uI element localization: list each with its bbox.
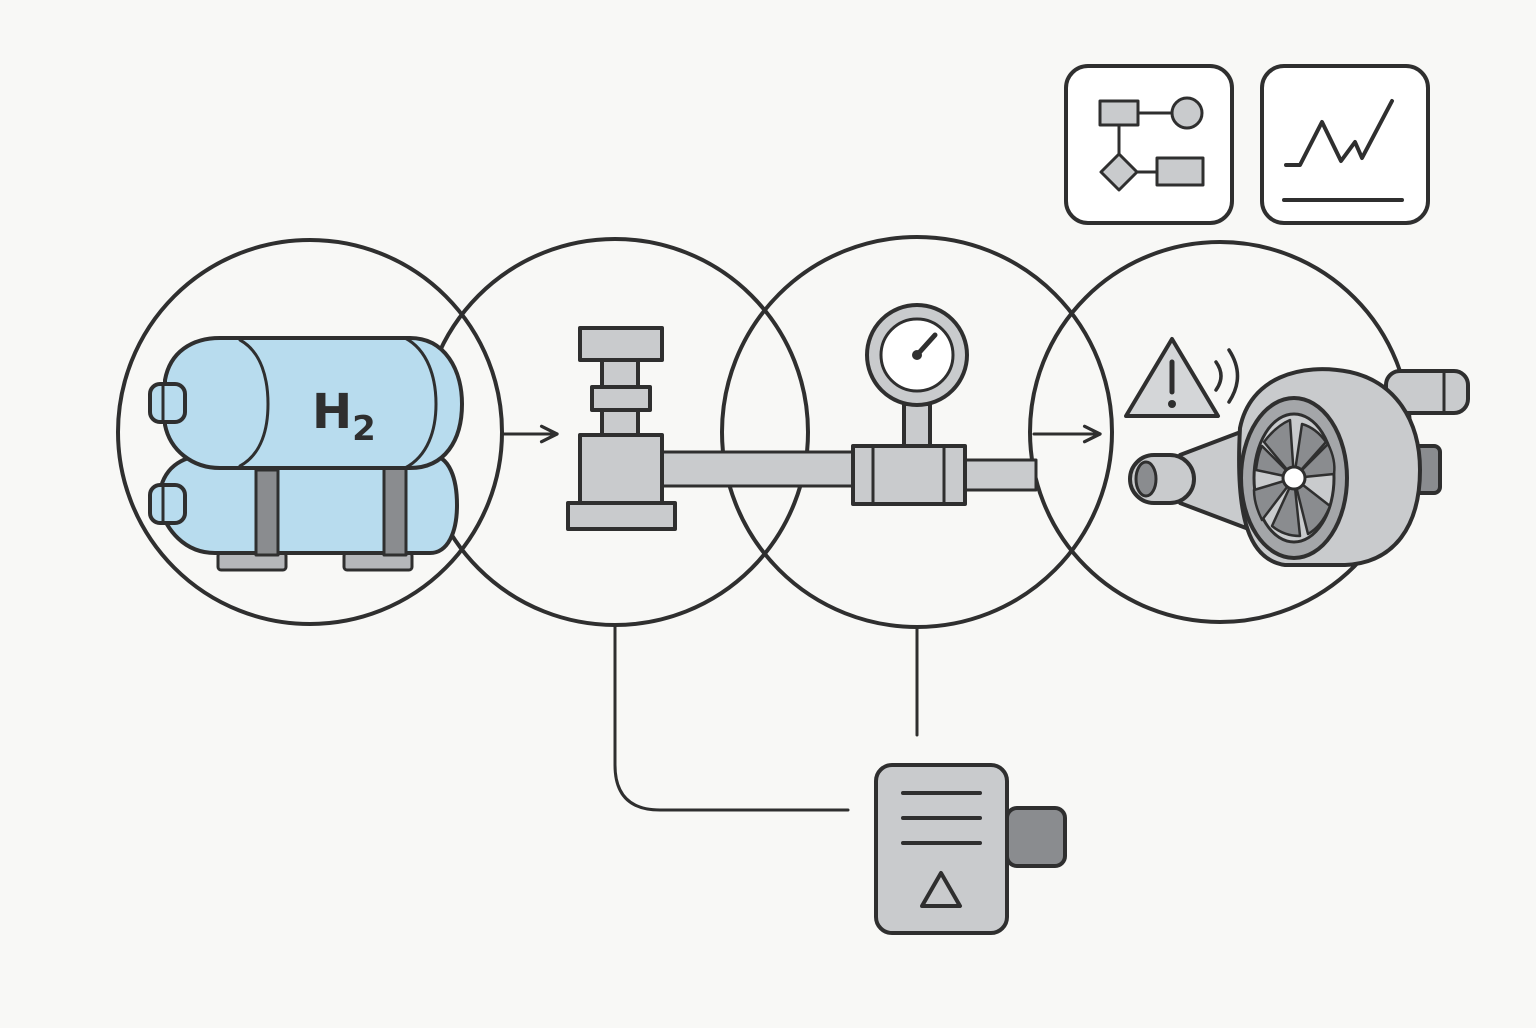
valve-icon (566, 326, 677, 531)
turbine-icon (1128, 367, 1470, 567)
trend-chart-icon (1260, 64, 1430, 225)
alarm-signal-icon (1214, 348, 1240, 404)
hydrogen-tank-icon: H2 (148, 336, 464, 572)
pressure-gauge-icon (851, 303, 969, 506)
tank-label-main: H (312, 384, 352, 440)
flowchart-icon (1064, 64, 1234, 225)
tank-label: H2 (312, 384, 376, 449)
control-unit-icon (874, 763, 1067, 935)
main-pipe (660, 450, 1038, 492)
valve-to-controller-line (613, 623, 850, 812)
stage-circle-gauge (720, 235, 1114, 629)
tank-label-subscript: 2 (352, 409, 376, 449)
warning-icon (1124, 337, 1220, 418)
